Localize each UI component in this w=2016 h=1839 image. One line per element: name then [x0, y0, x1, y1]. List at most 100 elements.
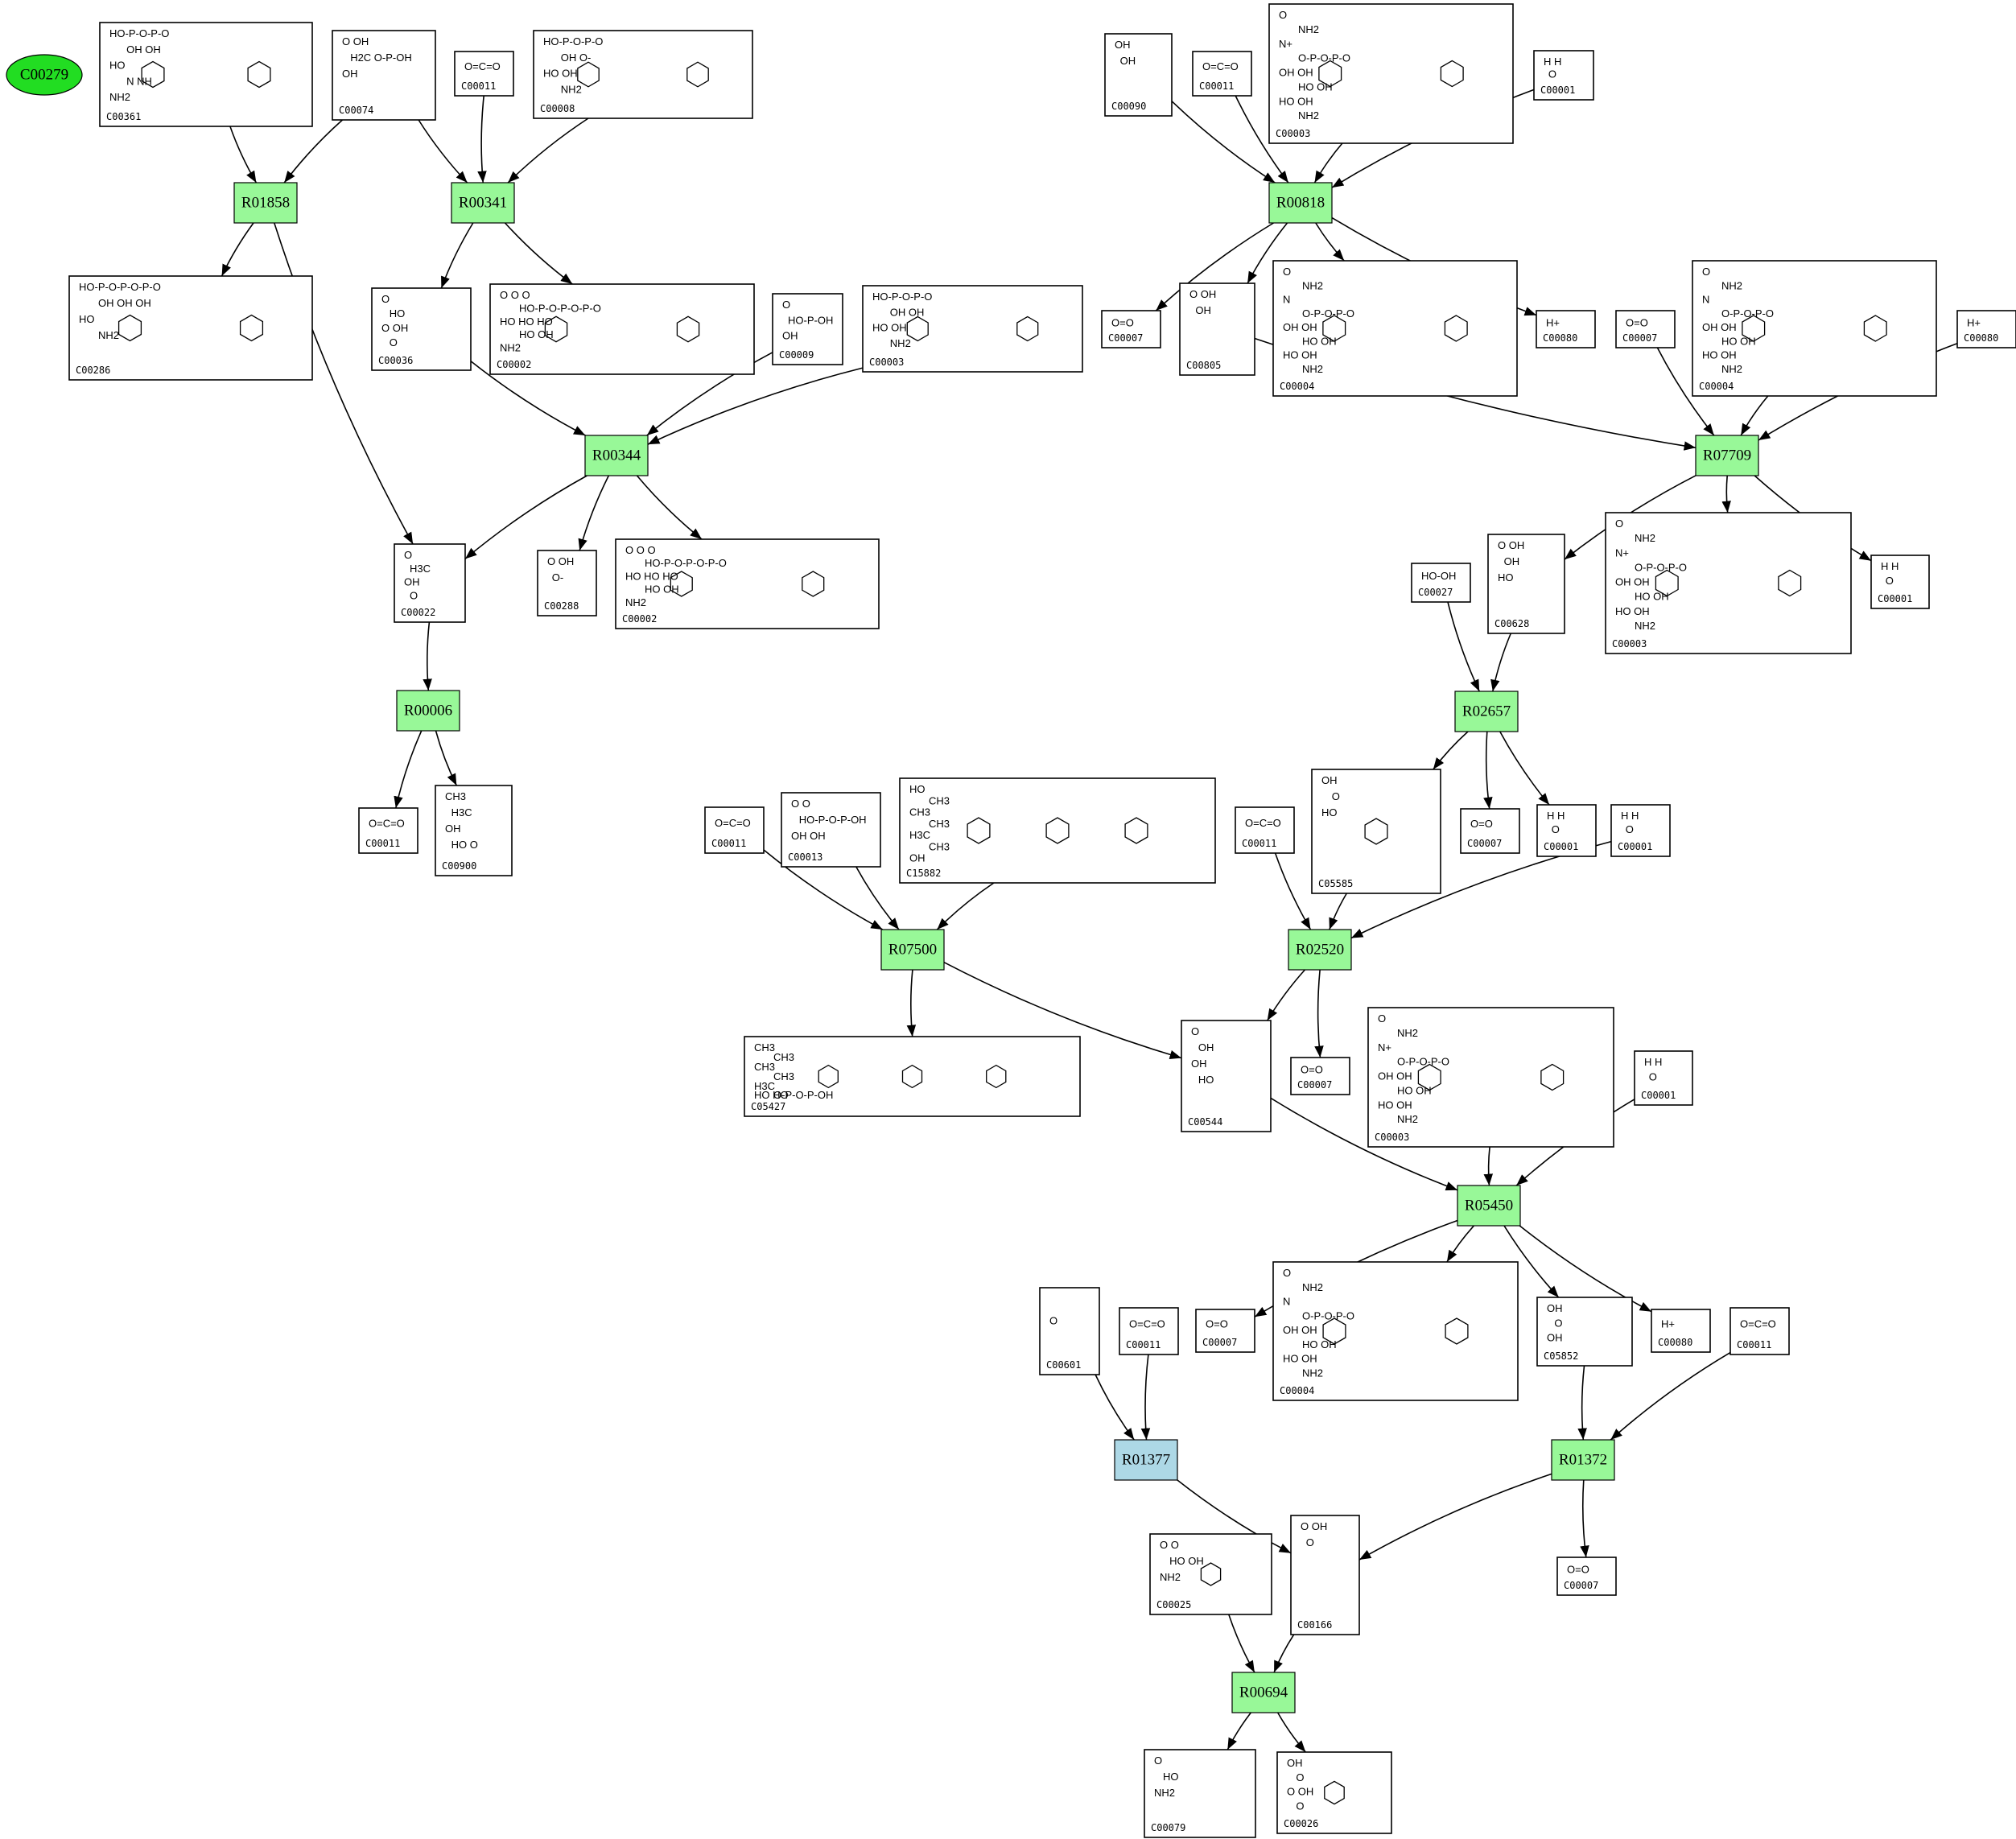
compound-box[interactable]	[1290, 1515, 1360, 1635]
compound-box[interactable]	[1536, 1297, 1633, 1367]
compound-box[interactable]	[1101, 310, 1161, 348]
compound-box[interactable]	[1533, 50, 1594, 101]
reaction-r00344[interactable]: R00344	[584, 435, 649, 476]
compound-box[interactable]	[704, 806, 765, 854]
start-node[interactable]: C00279	[6, 54, 83, 96]
reaction-box[interactable]	[1268, 182, 1333, 224]
compound-box[interactable]	[489, 283, 755, 375]
reaction-r05450[interactable]: R05450	[1457, 1185, 1521, 1227]
reaction-r00818[interactable]: R00818	[1268, 182, 1333, 224]
compound-box[interactable]	[99, 22, 313, 127]
compound-box[interactable]	[1311, 769, 1441, 894]
compound-box[interactable]	[862, 285, 1083, 373]
reaction-r02657[interactable]: R02657	[1454, 691, 1519, 732]
compound-box[interactable]	[1729, 1307, 1790, 1355]
compound-box[interactable]	[533, 30, 753, 119]
compound-box[interactable]	[68, 275, 313, 381]
compound-c00080[interactable]: H+C00080	[1651, 1309, 1711, 1353]
compound-box[interactable]	[781, 792, 881, 868]
reaction-r00341[interactable]: R00341	[451, 182, 515, 224]
compound-box[interactable]	[332, 30, 436, 121]
reaction-box[interactable]	[233, 182, 298, 224]
reaction-box[interactable]	[1457, 1185, 1521, 1227]
compound-box[interactable]	[1615, 310, 1676, 348]
compound-c00080[interactable]: H+C00080	[1956, 310, 2016, 348]
compound-box[interactable]	[1181, 1020, 1272, 1132]
compound-box[interactable]	[1119, 1307, 1179, 1355]
compound-box[interactable]	[615, 538, 880, 629]
compound-box[interactable]	[1104, 33, 1173, 117]
compound-box[interactable]	[1956, 310, 2016, 348]
reaction-r01377[interactable]: R01377	[1114, 1439, 1178, 1481]
compound-box[interactable]	[454, 51, 514, 97]
compound-box[interactable]	[1411, 563, 1471, 603]
compound-box[interactable]	[1556, 1557, 1617, 1596]
compound-box[interactable]	[435, 785, 513, 876]
compound-c00080[interactable]: H+C00080	[1536, 310, 1596, 348]
compound-box[interactable]	[1536, 804, 1597, 857]
reaction-r07709[interactable]: R07709	[1695, 435, 1759, 476]
reaction-box[interactable]	[1454, 691, 1519, 732]
reaction-box[interactable]	[584, 435, 649, 476]
compound-box[interactable]	[1610, 804, 1671, 857]
reaction-box[interactable]	[396, 690, 460, 732]
compound-box[interactable]	[358, 807, 418, 854]
reaction-r02520[interactable]: R02520	[1288, 929, 1352, 971]
reaction-box[interactable]	[1231, 1672, 1296, 1713]
reaction-box[interactable]	[880, 929, 945, 971]
compound-c00288[interactable]: O OHO-C00288	[537, 550, 597, 616]
reaction-box[interactable]	[1551, 1439, 1615, 1481]
compound-box[interactable]	[394, 543, 466, 623]
compound-box[interactable]	[1149, 1533, 1272, 1615]
compound-box[interactable]	[1179, 282, 1255, 376]
compound-box[interactable]	[1192, 51, 1252, 97]
compound-box[interactable]	[371, 287, 472, 371]
compound-box[interactable]	[1039, 1287, 1100, 1375]
compound-box[interactable]	[1487, 534, 1565, 634]
reaction-box[interactable]	[1114, 1439, 1178, 1481]
compound-box[interactable]	[1651, 1309, 1711, 1353]
compound-box[interactable]	[772, 293, 843, 365]
start-node-ellipse[interactable]	[6, 54, 83, 96]
compound-box[interactable]	[1235, 806, 1295, 854]
reaction-r07500[interactable]: R07500	[880, 929, 945, 971]
compound-box[interactable]	[1870, 555, 1930, 609]
reaction-r01858[interactable]: R01858	[233, 182, 298, 224]
reaction-box[interactable]	[451, 182, 515, 224]
compound-box[interactable]	[1605, 512, 1852, 654]
